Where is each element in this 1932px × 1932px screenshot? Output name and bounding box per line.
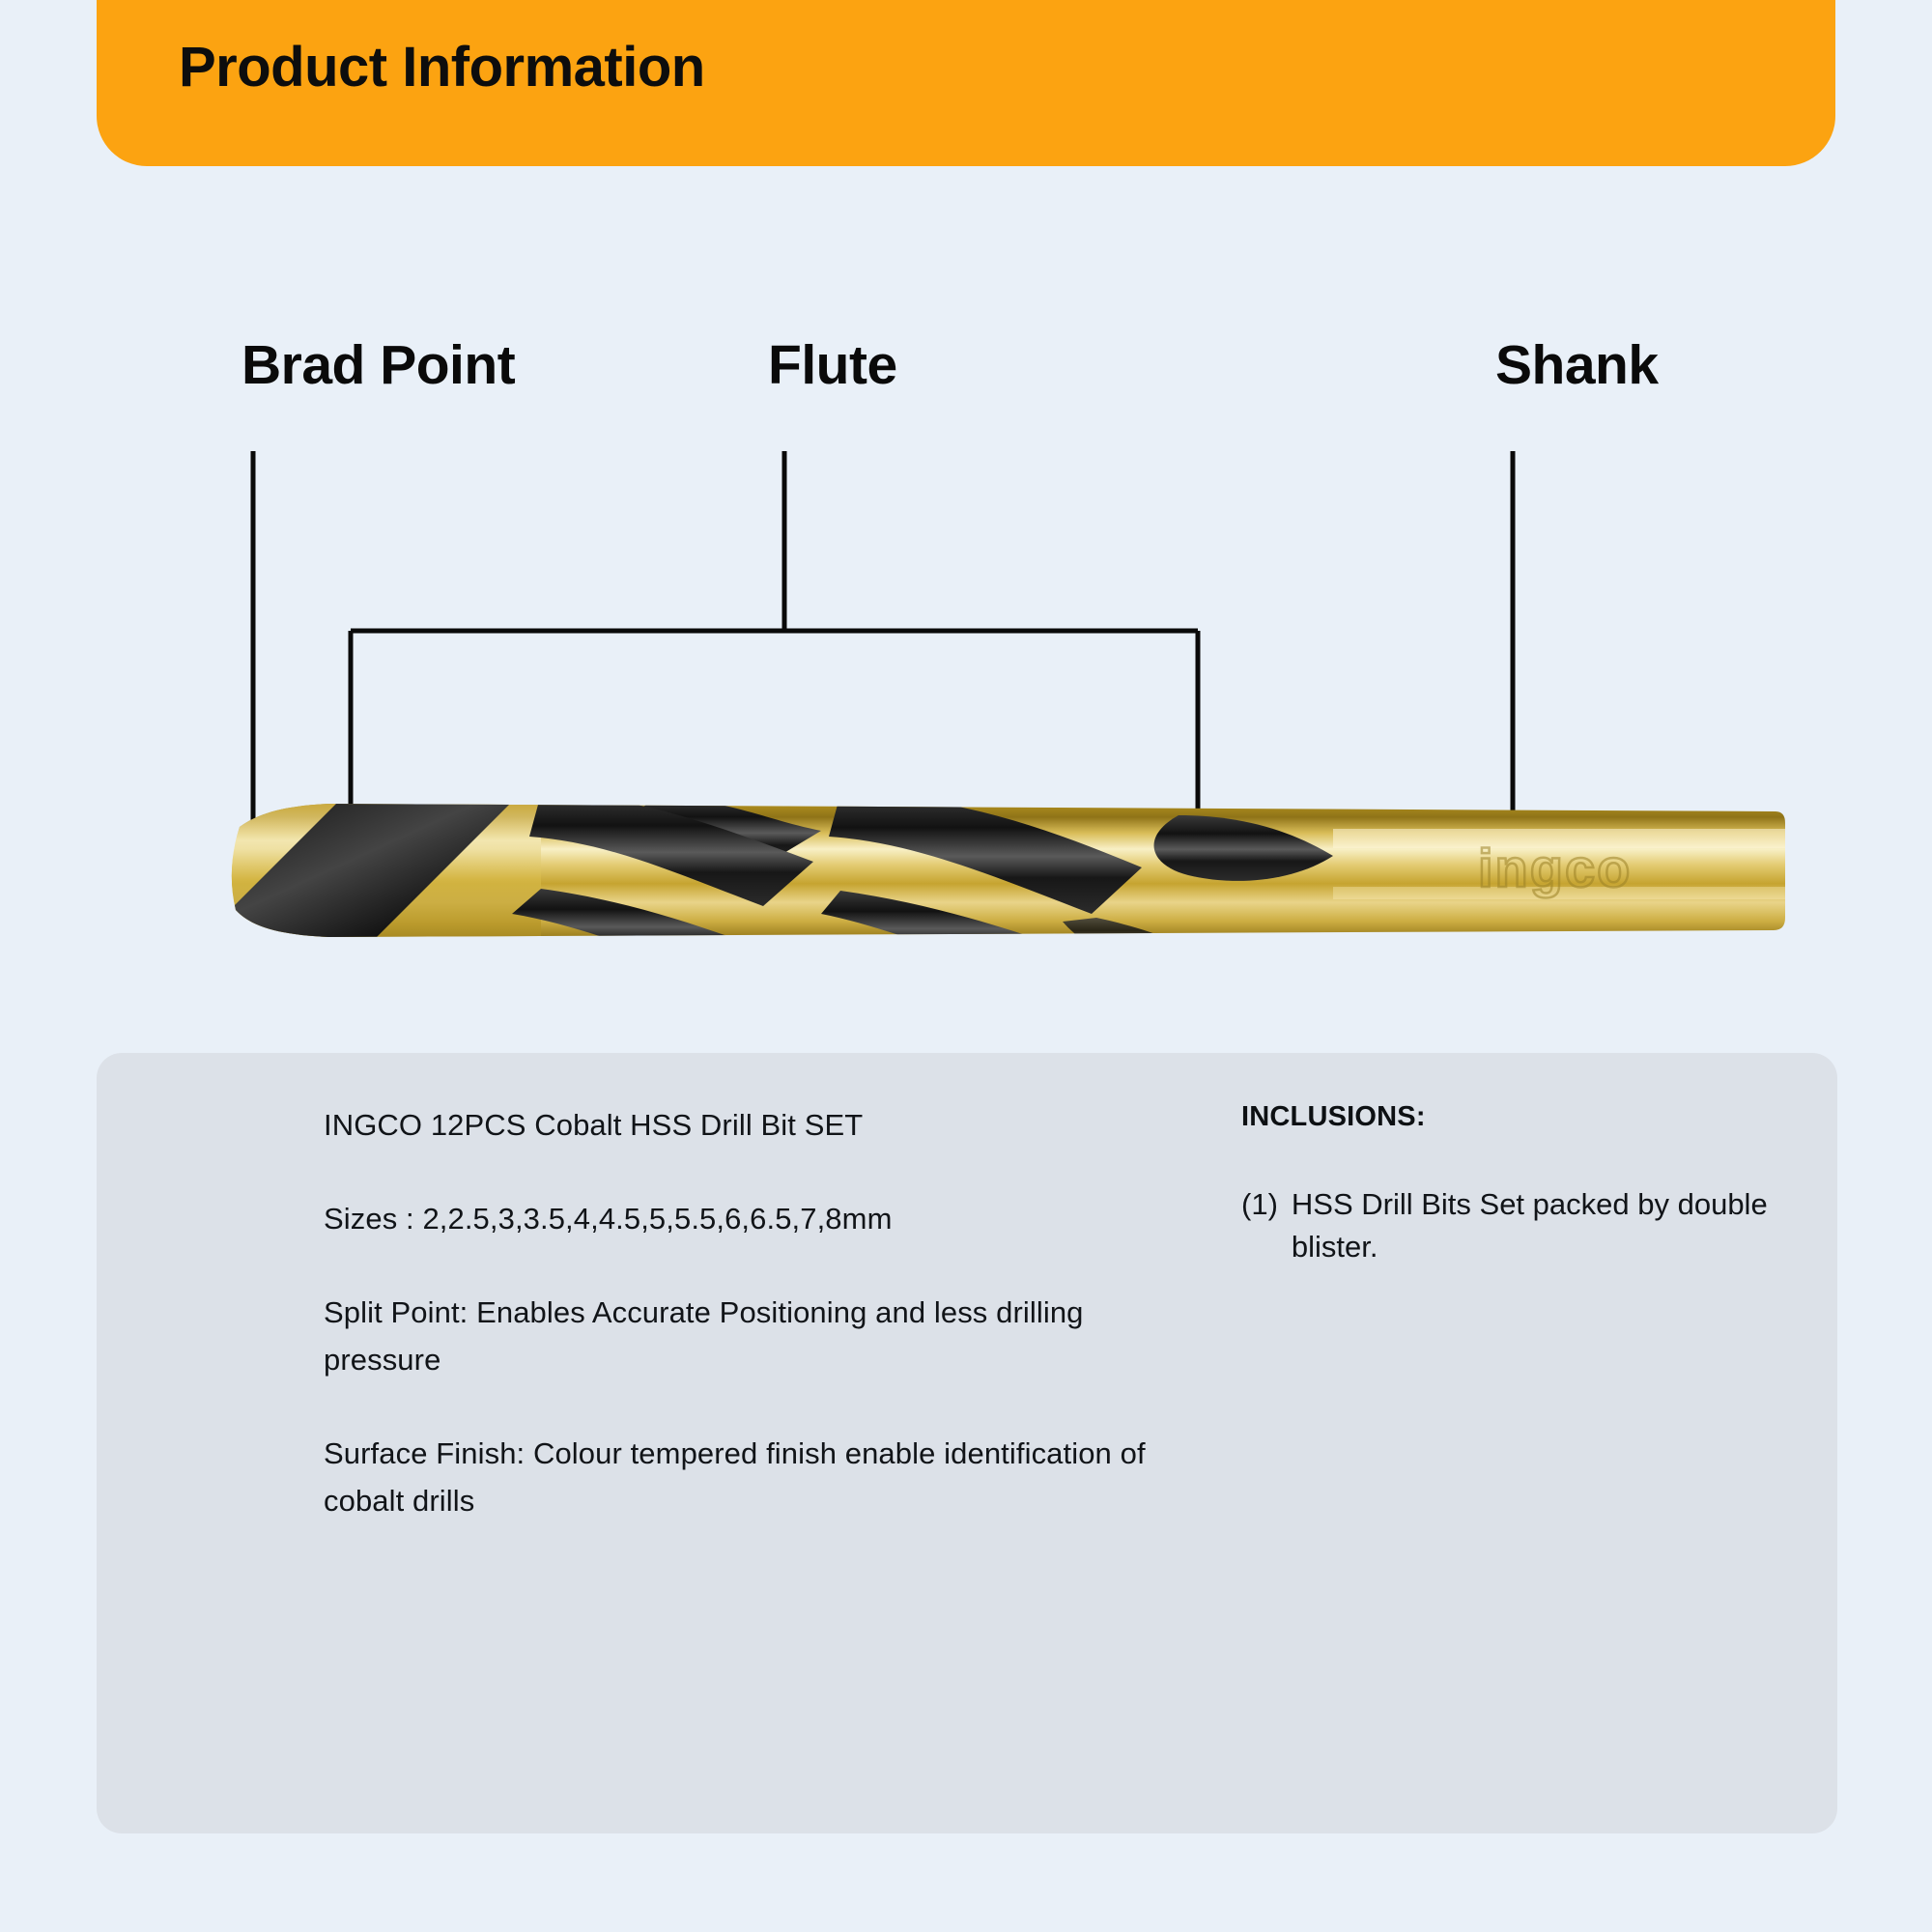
spec-column: INGCO 12PCS Cobalt HSS Drill Bit SET Siz…	[324, 1101, 1193, 1524]
shank-highlight-lower	[1333, 887, 1785, 899]
drill-bit-graphic: ingco	[231, 804, 1785, 937]
spec-line-split-point: Split Point: Enables Accurate Positionin…	[324, 1295, 1084, 1377]
inclusion-description: HSS Drill Bits Set packed by double blis…	[1291, 1187, 1768, 1264]
spec-line-sizes: Sizes : 2,2.5,3,3.5,4,4.5,5,5.5,6,6.5,7,…	[324, 1202, 893, 1236]
inclusion-item: (1) HSS Drill Bits Set packed by double …	[1241, 1183, 1782, 1268]
info-card: INGCO 12PCS Cobalt HSS Drill Bit SET Siz…	[97, 1053, 1837, 1833]
callout-label-brad-point: Brad Point	[242, 334, 516, 396]
inclusions-heading: INCLUSIONS:	[1241, 1101, 1426, 1132]
inclusions-column: INCLUSIONS: (1) HSS Drill Bits Set packe…	[1241, 1101, 1782, 1268]
header-banner: Product Information	[97, 0, 1835, 166]
callout-label-flute: Flute	[768, 334, 897, 396]
flute-shadow-lower	[1063, 918, 1217, 937]
shank-brand-engraving: ingco	[1478, 838, 1632, 898]
callout-label-shank: Shank	[1495, 334, 1659, 396]
flute-band-end	[1153, 815, 1333, 881]
flute-band-2	[829, 804, 1142, 914]
shank-highlight	[1333, 829, 1785, 848]
drill-bit-illustration: ingco	[222, 773, 1806, 966]
flute-band-4-lower	[821, 891, 1092, 937]
inclusion-count: (1)	[1241, 1187, 1278, 1221]
flute-band-3-lower	[512, 889, 773, 937]
spec-line-surface-finish: Surface Finish: Colour tempered finish e…	[324, 1436, 1146, 1518]
flute-band-tip	[231, 804, 512, 937]
page-title: Product Information	[179, 36, 705, 99]
flute-band-1	[529, 804, 813, 906]
spec-line-title: INGCO 12PCS Cobalt HSS Drill Bit SET	[324, 1108, 864, 1142]
